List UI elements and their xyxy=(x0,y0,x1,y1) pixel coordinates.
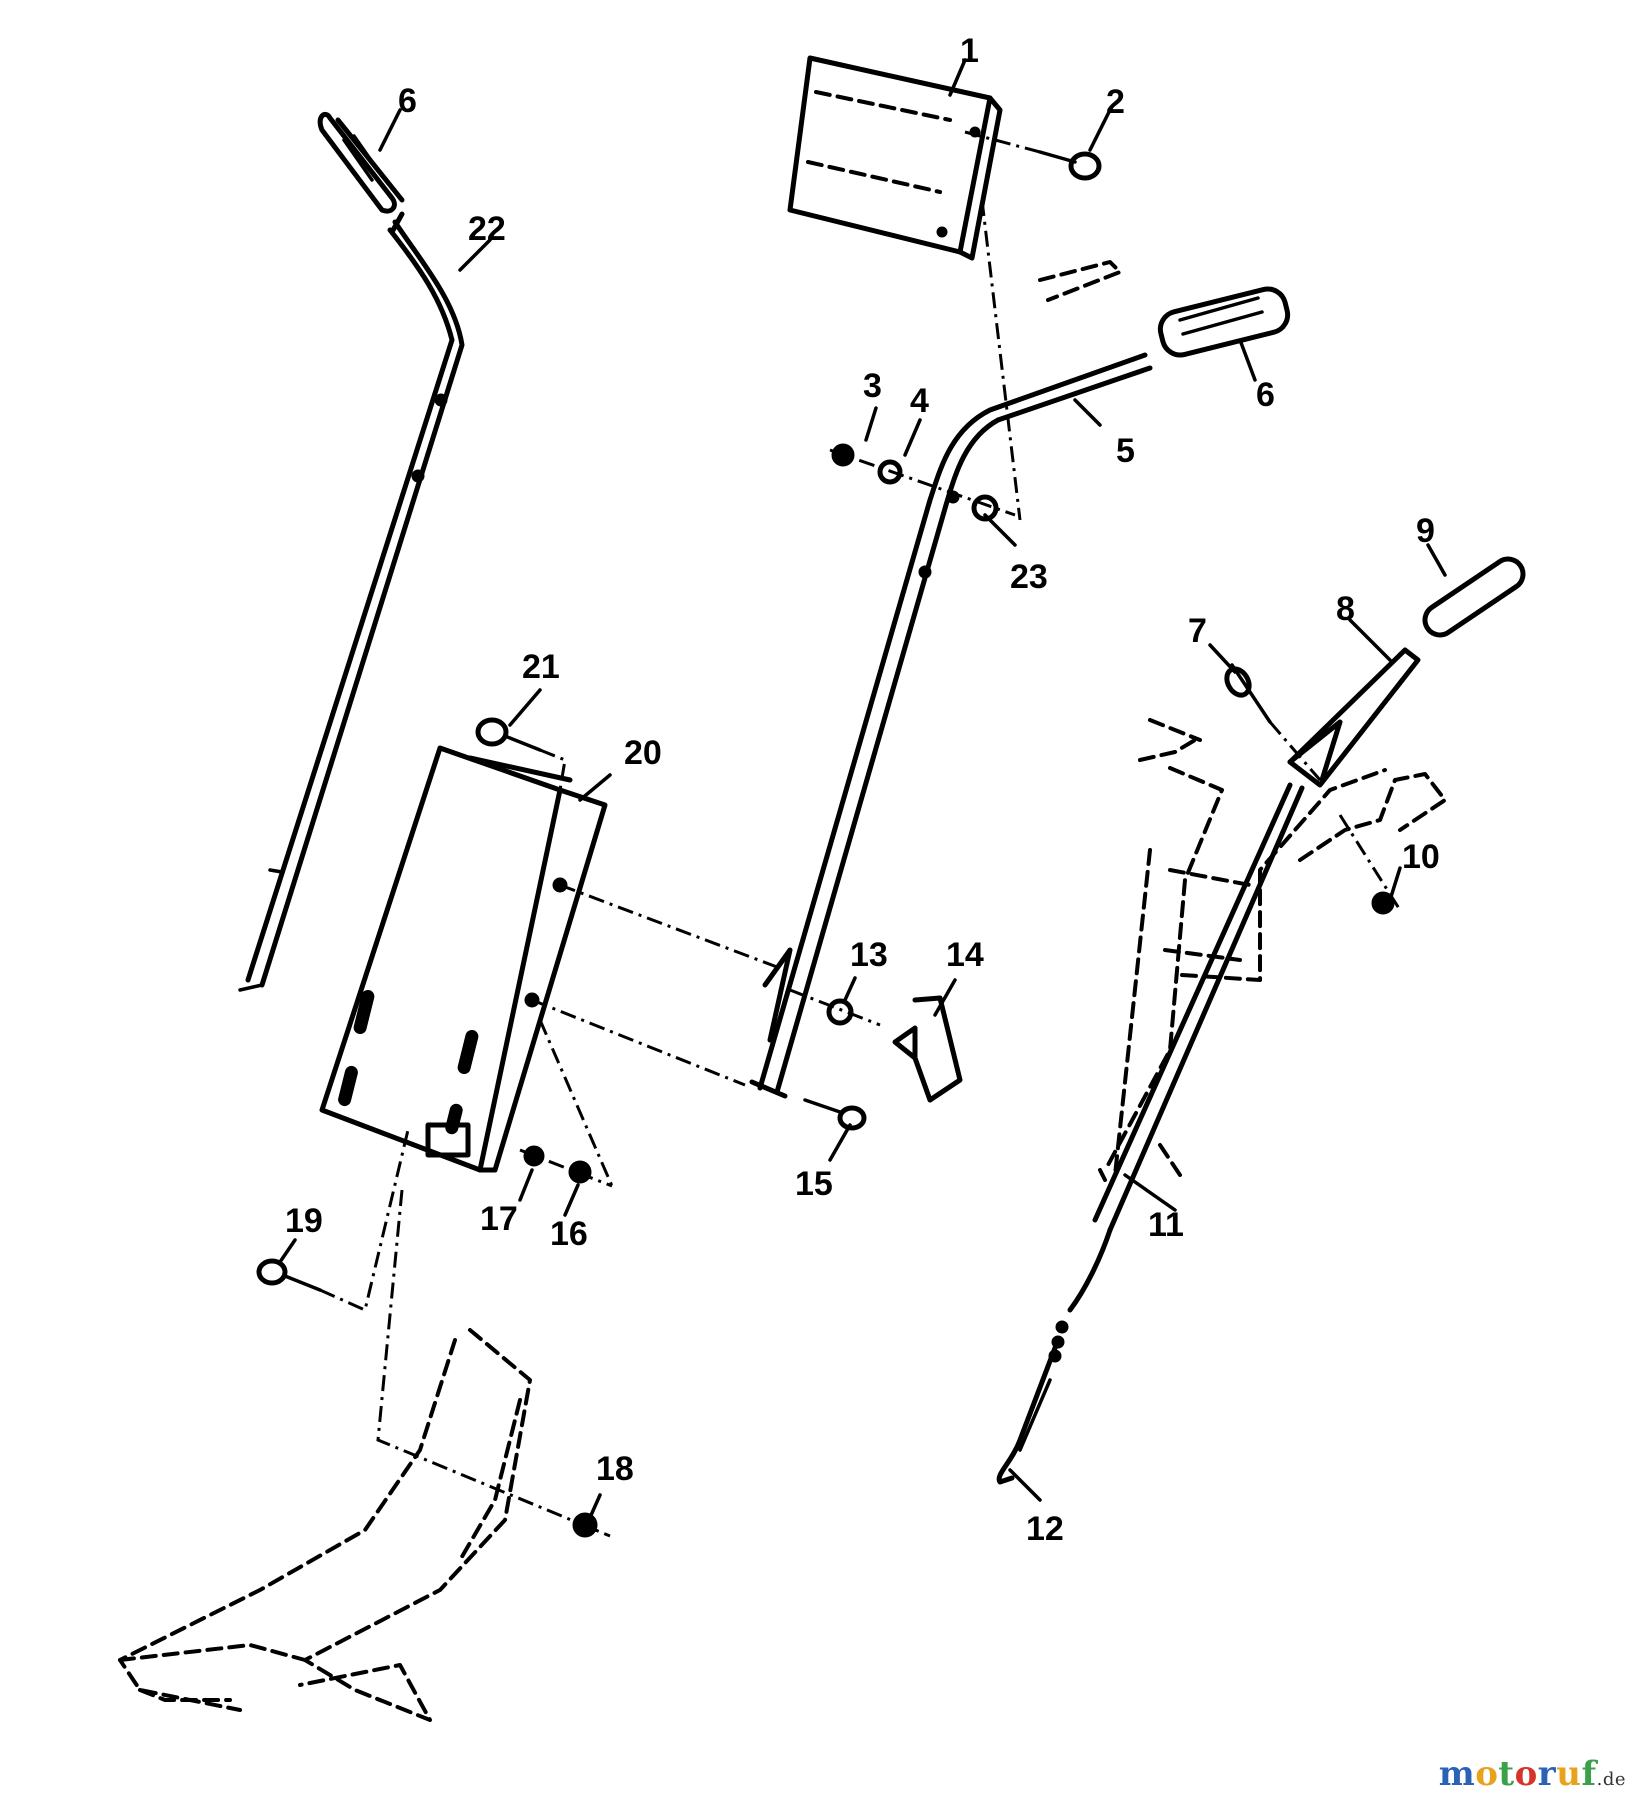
bolt-15 xyxy=(803,1098,867,1131)
callout-6-left-grip: 6 xyxy=(398,82,417,120)
hardware-3-4-23 xyxy=(829,199,1022,522)
nuts-16-17 xyxy=(519,1019,614,1188)
left-handle-grip xyxy=(317,112,405,214)
watermark-suffix: .de xyxy=(1596,1769,1626,1790)
watermark-letter: o xyxy=(1514,1754,1538,1794)
callout-8: 8 xyxy=(1336,590,1355,628)
callout-14: 14 xyxy=(946,936,984,974)
watermark-logo: motoruf.de xyxy=(1439,1754,1626,1794)
right-handle-tube xyxy=(749,352,1153,1099)
watermark-letter: u xyxy=(1556,1754,1582,1794)
callout-5: 5 xyxy=(1116,432,1135,470)
callout-3: 3 xyxy=(863,367,882,405)
callout-20: 20 xyxy=(624,734,662,772)
callout-23: 23 xyxy=(1010,558,1048,596)
watermark-letter: t xyxy=(1498,1754,1515,1794)
callout-7: 7 xyxy=(1188,612,1207,650)
callout-leaders xyxy=(278,58,1447,1524)
callout-6-right-grip: 6 xyxy=(1256,376,1275,414)
callout-13: 13 xyxy=(850,936,888,974)
watermark-text: motoruf xyxy=(1439,1754,1597,1794)
callout-21: 21 xyxy=(522,648,560,686)
watermark-letter: f xyxy=(1581,1754,1597,1794)
callout-9: 9 xyxy=(1416,512,1435,550)
right-handle-grip xyxy=(1157,286,1291,358)
bolt-21 xyxy=(475,717,567,791)
callout-12: 12 xyxy=(1026,1510,1064,1548)
watermark-letter: m xyxy=(1438,1754,1476,1794)
watermark-letter: r xyxy=(1537,1754,1557,1794)
callout-19: 19 xyxy=(285,1202,323,1240)
left-handle-tube xyxy=(238,211,465,992)
upper-bracket-plate xyxy=(787,55,1122,302)
callout-2: 2 xyxy=(1106,83,1125,121)
callout-16: 16 xyxy=(550,1215,588,1253)
callout-18: 18 xyxy=(596,1450,634,1488)
callout-11: 11 xyxy=(1148,1206,1184,1244)
lower-bracket-plate xyxy=(319,745,786,1173)
callout-17: 17 xyxy=(480,1200,518,1238)
callout-10: 10 xyxy=(1402,838,1440,876)
bolt-2 xyxy=(964,130,1102,181)
callout-labels: 1 2 3 4 5 6 6 7 8 9 10 11 12 13 14 15 16… xyxy=(285,32,1440,1548)
knob-assembly-13-14 xyxy=(789,988,963,1103)
watermark-letter: o xyxy=(1475,1754,1499,1794)
bolt-19 xyxy=(256,1129,410,1313)
callout-4: 4 xyxy=(910,382,929,420)
control-linkage xyxy=(996,556,1526,1485)
tiller-frame xyxy=(118,1189,611,1722)
callout-1: 1 xyxy=(960,32,979,70)
callout-22: 22 xyxy=(468,210,506,248)
callout-15: 15 xyxy=(795,1165,833,1203)
